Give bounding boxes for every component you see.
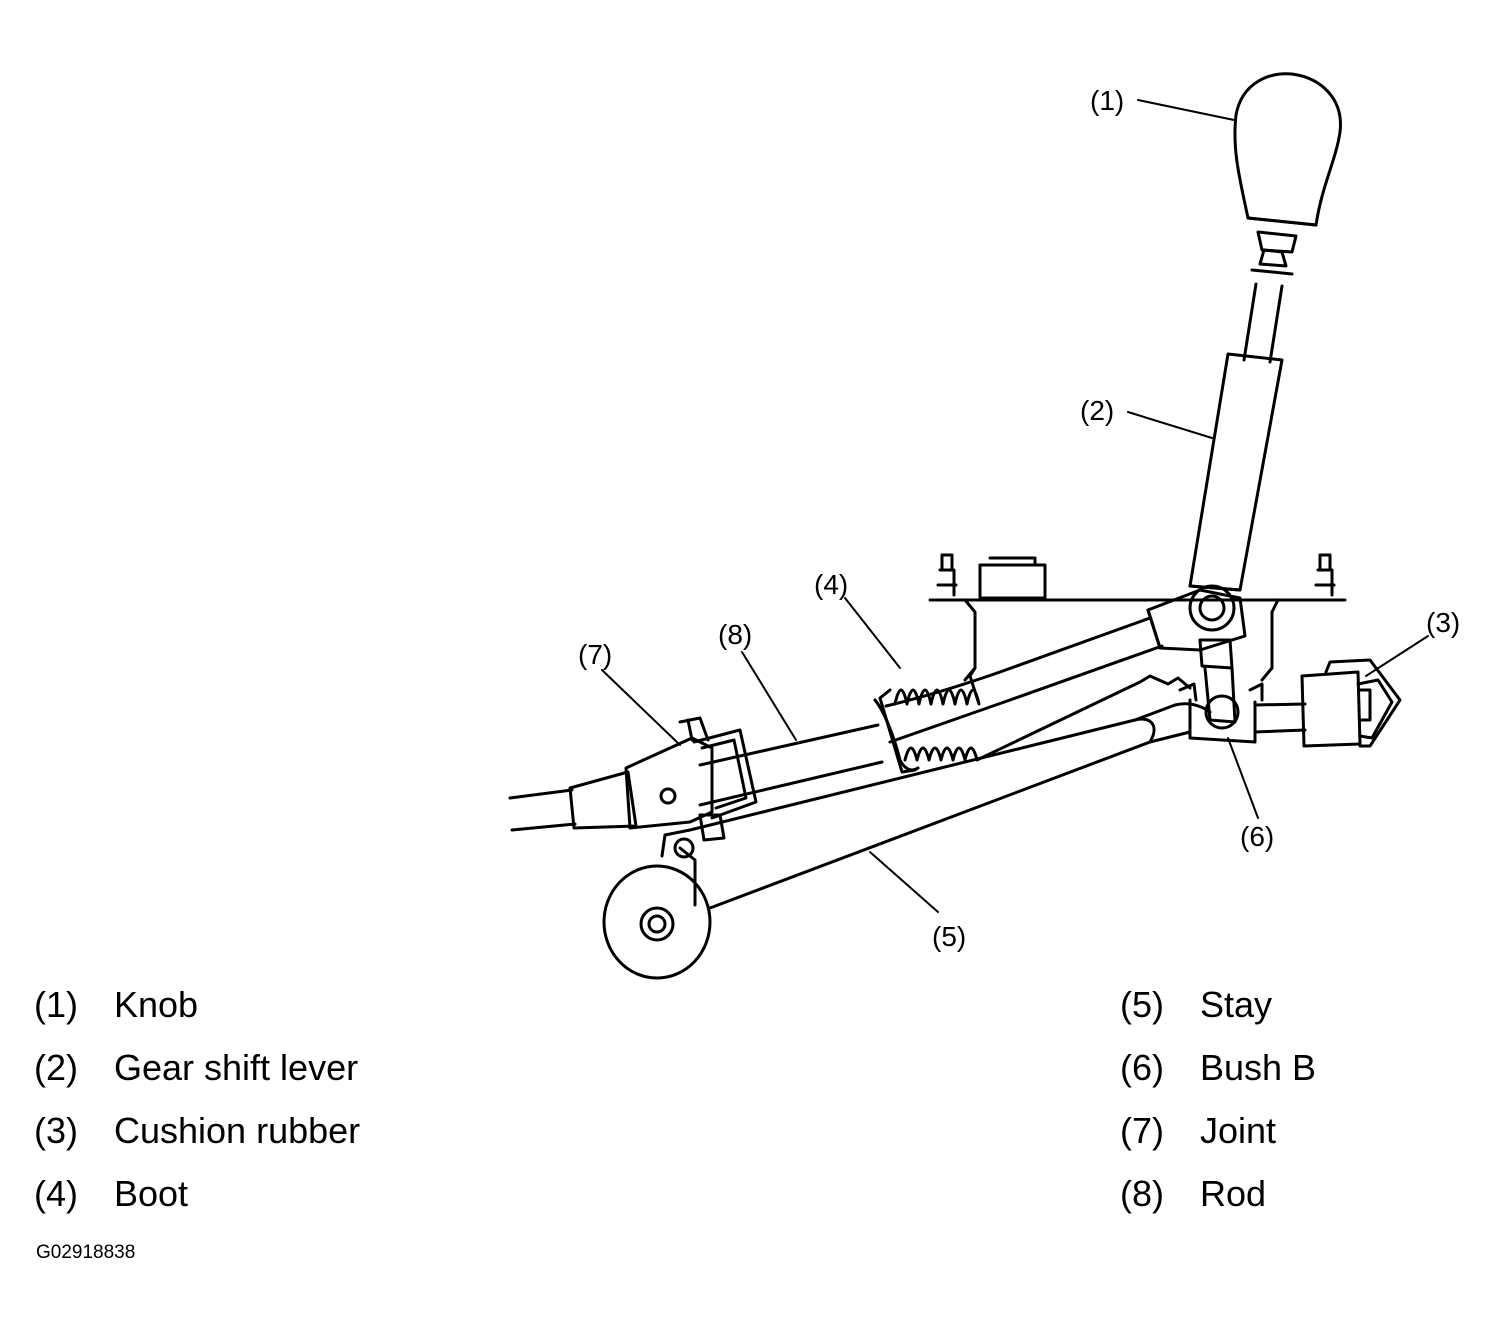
- bush-b: [1178, 638, 1307, 744]
- callout-3: (3): [1426, 607, 1460, 638]
- legend-number: (2): [34, 1047, 78, 1088]
- figure-code: G02918838: [36, 1242, 136, 1263]
- legend-number: (3): [34, 1110, 78, 1151]
- callout-7: (7): [578, 639, 612, 670]
- legend-number: (6): [1120, 1047, 1164, 1088]
- joint: [624, 716, 758, 842]
- gear-shift-assembly-diagram: (1) (2) (3) (4) (5) (6) (7) (8): [508, 72, 1460, 980]
- legend-number: (4): [34, 1173, 78, 1214]
- mounting-bracket: [928, 553, 1347, 682]
- stay: [602, 702, 1212, 980]
- callout-5: (5): [932, 921, 966, 952]
- callout-2: (2): [1080, 395, 1114, 426]
- legend-number: (5): [1120, 984, 1164, 1025]
- legend-label: Bush B: [1200, 1047, 1317, 1088]
- callout-1: (1): [1090, 85, 1124, 116]
- callout-4: (4): [814, 569, 848, 600]
- gear-shift-lever: [1188, 230, 1298, 592]
- legend-label: Boot: [114, 1173, 189, 1214]
- legend-label: Gear shift lever: [114, 1047, 359, 1088]
- legend-label: Cushion rubber: [114, 1110, 361, 1151]
- legend-label: Knob: [114, 984, 199, 1025]
- cushion-rubber: [1300, 658, 1402, 748]
- leader-lines: [601, 99, 1429, 913]
- knob: [1233, 72, 1342, 227]
- legend-number: (8): [1120, 1173, 1164, 1214]
- boot: [873, 666, 1192, 774]
- legend-label: Rod: [1200, 1173, 1267, 1214]
- callout-6: (6): [1240, 821, 1274, 852]
- legend-number: (7): [1120, 1110, 1164, 1151]
- legend-label: Joint: [1200, 1110, 1277, 1151]
- legend-number: (1): [34, 984, 78, 1025]
- legend-label: Stay: [1200, 984, 1273, 1025]
- callout-8: (8): [718, 619, 752, 650]
